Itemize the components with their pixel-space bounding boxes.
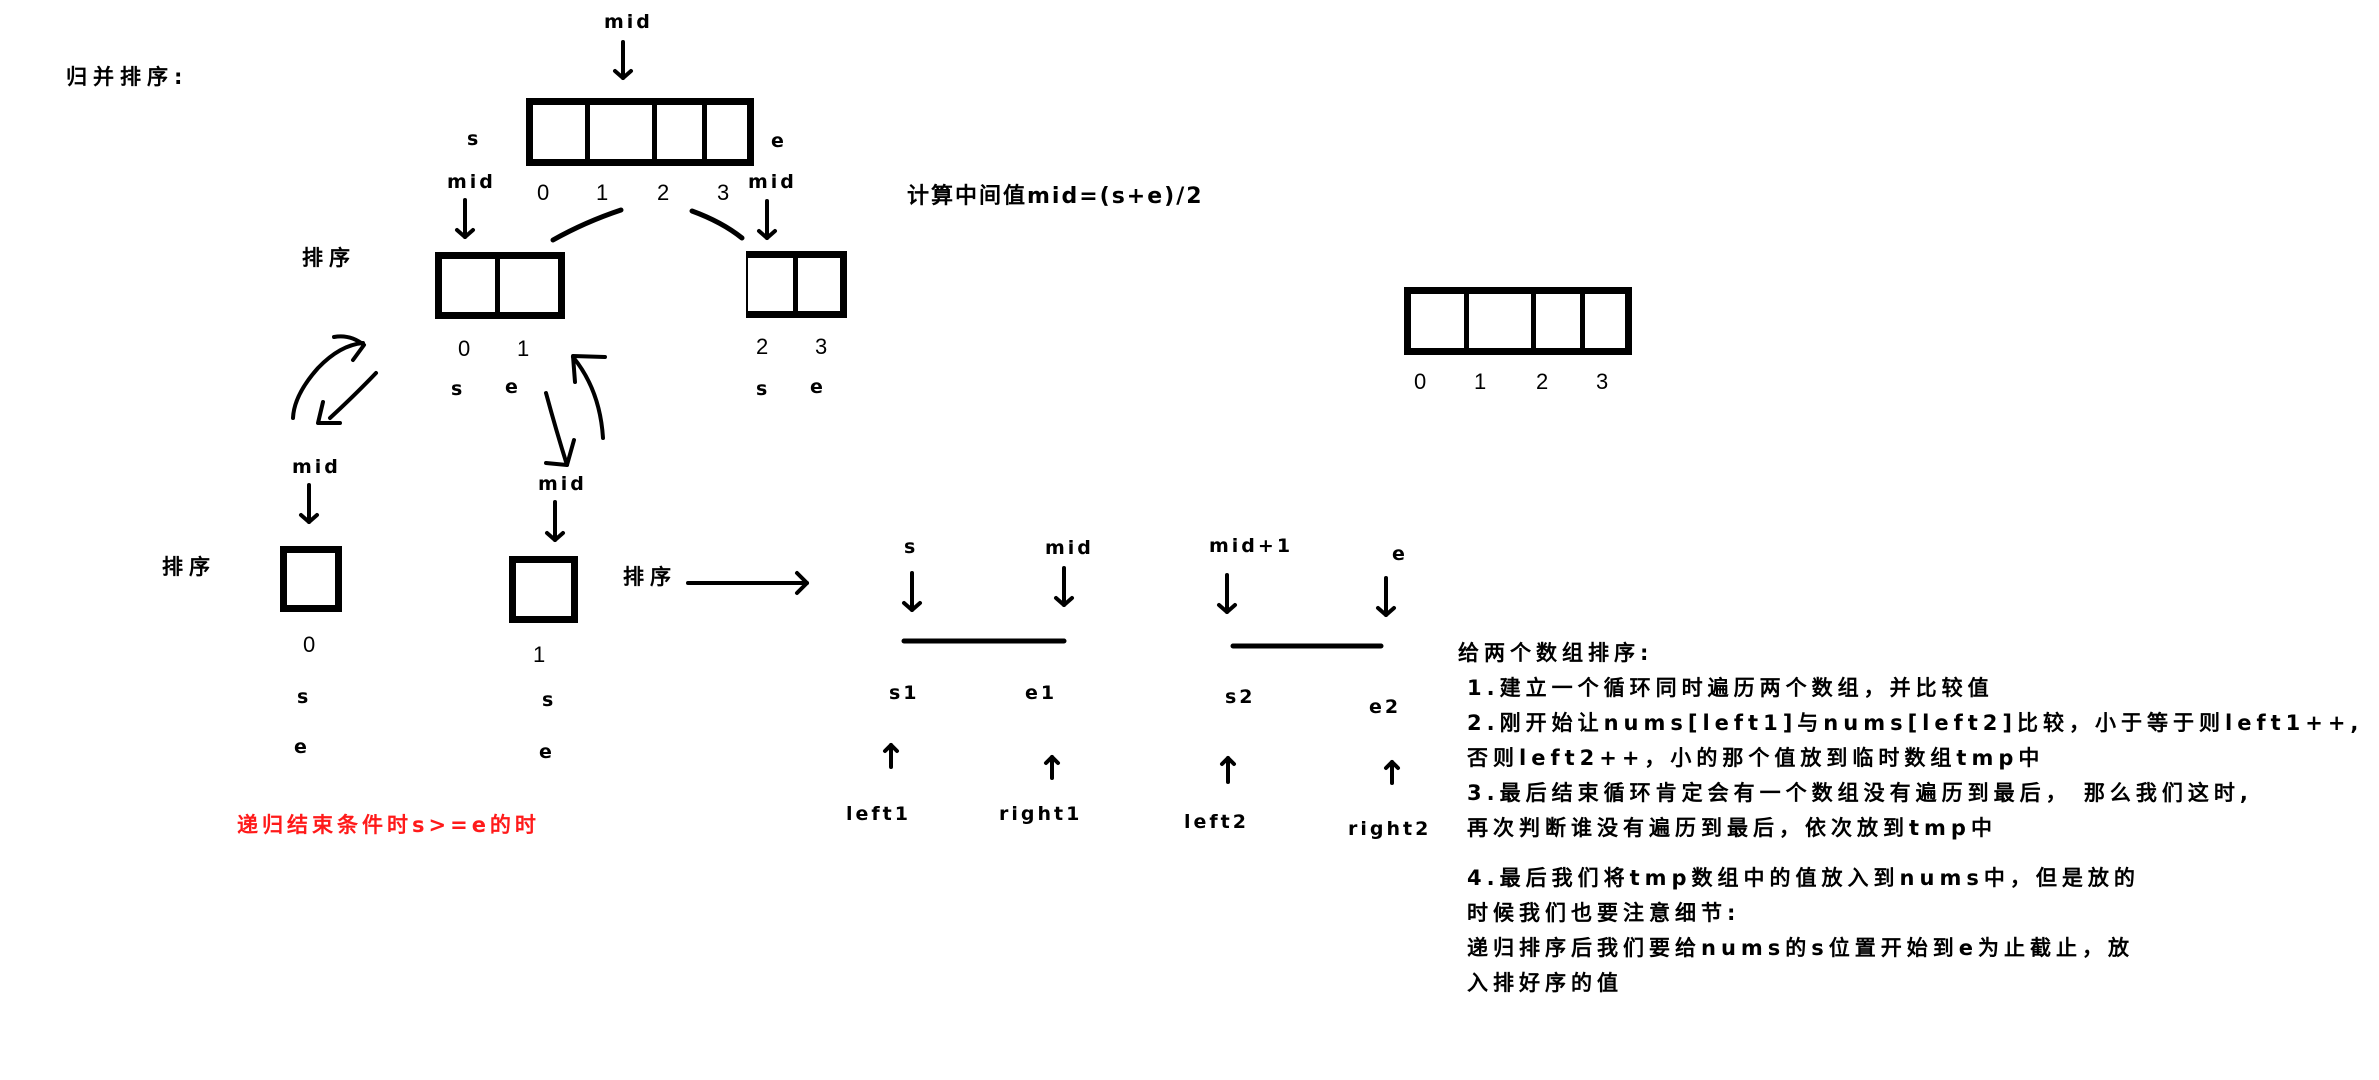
down-arrow-icon [1217,573,1237,614]
paragraph-gap [1458,846,2363,861]
level2-left-s-label: s [451,378,466,400]
level3-sort-label: 排序 [162,555,216,579]
curved-down-arrow-icon [316,371,378,425]
mid-formula: 计算中间值mid=(s+e)/2 [907,184,1204,209]
level1-s-label: s [467,128,482,150]
level2-left-e-label: e [505,376,521,398]
up-arrow-icon [1384,760,1400,785]
level3-left-s-label: s [297,686,312,708]
explanation-line: 2.刚开始让nums[left1]与nums[left2]比较，小于等于则lef… [1467,711,2364,735]
level2-right-e-label: e [810,376,826,398]
level1-index-2: 2 [657,180,671,205]
cell-divider [585,105,590,159]
level1-index-1: 1 [596,180,610,205]
explanation-line: 3.最后结束循环肯定会有一个数组没有遍历到最后， 那么我们这时, [1467,781,2253,805]
segment2-end-label: e [1392,543,1408,565]
segment2-e2-label: e2 [1369,696,1402,718]
cell-divider [1531,294,1536,348]
level2-right-mid-label: mid [748,171,797,193]
down-arrow-icon [455,198,475,239]
curved-up-arrow-icon [571,354,607,440]
cell-divider [793,258,798,311]
segment1-end-label: mid [1045,537,1094,559]
cell-divider [702,105,707,159]
level1-mid-label: mid [604,11,653,33]
level2-right-array-box [746,251,847,318]
up-arrow-icon [883,743,899,769]
pointer-left2: left2 [1184,811,1249,833]
level3-left-mid-label: mid [292,456,341,478]
segment2-start-label: mid+1 [1209,535,1294,557]
level3-right-e-label: e [539,741,555,763]
level1-e-label: e [771,130,787,152]
down-arrow-icon [1376,576,1396,617]
level2-left-array-box [435,252,565,319]
pointer-right1: right1 [999,803,1083,825]
branch-line-right [689,208,745,241]
level3-right-s-label: s [542,689,557,711]
level3-right-single-box [509,556,578,623]
pointer-right2: right2 [1348,818,1432,840]
segment1-start-label: s [904,536,919,558]
explanation-title: 给两个数组排序: [1458,641,1654,665]
level2-left-mid-label: mid [447,171,496,193]
standalone-index-0: 0 [1414,369,1428,394]
up-arrow-icon [1220,756,1236,784]
level1-array-box [526,98,754,166]
cell-divider [1464,294,1469,348]
level3-left-index: 0 [303,632,317,657]
explanation-line: 递归排序后我们要给nums的s位置开始到e为止截止，放 [1467,936,2135,960]
merge-explanation: 给两个数组排序: 1.建立一个循环同时遍历两个数组，并比较值 2.刚开始让num… [1458,636,2363,1001]
level2-right-index-3: 3 [815,334,829,359]
level1-index-0: 0 [537,180,551,205]
level3-right-index: 1 [533,642,547,667]
recursion-end-note: 递归结束条件时s>=e的时 [237,813,540,837]
explanation-line: 时候我们也要注意细节: [1467,901,1741,925]
level2-left-index-1: 1 [517,336,531,361]
branch-line-left [550,207,624,243]
level2-right-index-2: 2 [756,334,770,359]
explanation-line: 1.建立一个循环同时遍历两个数组，并比较值 [1467,676,1994,700]
explanation-line: 4.最后我们将tmp数组中的值放入到nums中，但是放的 [1467,866,2140,890]
down-arrow-icon [902,571,922,612]
right-arrow-icon [686,571,809,595]
curved-up-arrow-icon [291,334,366,420]
curved-down-arrow-icon [544,391,576,467]
down-arrow-icon [545,500,565,542]
segment2-s2-label: s2 [1225,686,1256,708]
page-title: 归并排序: [66,65,189,89]
up-arrow-icon [1044,755,1060,780]
level2-left-index-0: 0 [458,336,472,361]
level2-sort-label: 排序 [302,246,356,270]
cell-divider [1580,294,1585,348]
merge-sort-label: 排序 [623,565,677,589]
down-arrow-icon [757,199,777,240]
level3-right-mid-label: mid [538,473,587,495]
explanation-line: 再次判断谁没有遍历到最后，依次放到tmp中 [1467,816,1997,840]
standalone-index-2: 2 [1536,369,1550,394]
down-arrow-icon [1054,566,1074,607]
explanation-line: 否则left2++，小的那个值放到临时数组tmp中 [1467,746,2045,770]
cell-divider [495,259,500,312]
level2-right-s-label: s [756,378,771,400]
level1-index-3: 3 [717,180,731,205]
cell-divider [652,105,657,159]
pointer-left1: left1 [846,803,911,825]
standalone-index-1: 1 [1474,369,1488,394]
level3-left-e-label: e [294,736,310,758]
standalone-index-3: 3 [1596,369,1610,394]
down-arrow-icon [613,40,633,80]
segment1-e1-label: e1 [1025,682,1058,704]
segment1-s1-label: s1 [889,682,920,704]
down-arrow-icon [299,483,319,524]
explanation-line: 入排好序的值 [1467,971,1623,995]
standalone-array-box [1404,287,1632,355]
level3-left-single-box [280,546,342,612]
